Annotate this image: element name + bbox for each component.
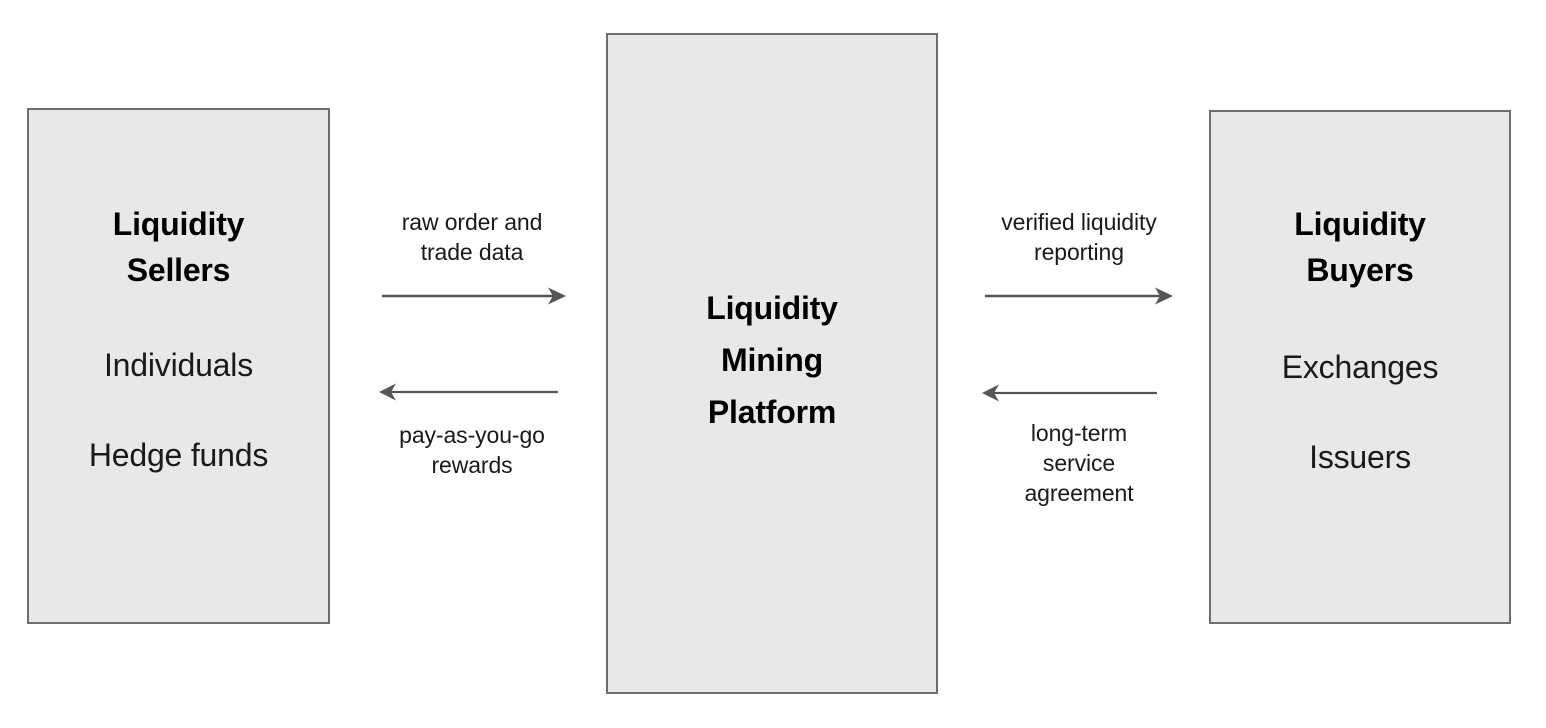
node-liquidity-sellers-item-individuals: Individuals — [103, 347, 253, 383]
flow-label-long-term-service-agreement: long-term service agreement — [1024, 420, 1134, 506]
node-liquidity-buyers-item-exchanges: Exchanges — [1281, 349, 1439, 385]
node-liquidity-buyers[interactable]: Liquidity Buyers Exchanges Issuers — [1209, 110, 1511, 624]
node-liquidity-mining-platform[interactable]: Liquidity Mining Platform — [606, 33, 938, 694]
node-liquidity-sellers-item-hedge-funds: Hedge funds — [88, 437, 269, 473]
node-liquidity-sellers-content: Liquidity Sellers Individuals Hedge fund… — [89, 201, 268, 475]
arrow-sellers-to-platform — [382, 287, 566, 305]
node-liquidity-buyers-title: Liquidity Buyers — [1294, 206, 1426, 288]
node-liquidity-sellers-title: Liquidity Sellers — [112, 206, 245, 288]
arrow-buyers-to-platform — [982, 384, 1157, 402]
node-liquidity-mining-platform-title: Liquidity Mining Platform — [706, 289, 838, 430]
arrow-platform-to-sellers — [379, 383, 558, 401]
node-liquidity-sellers[interactable]: Liquidity Sellers Individuals Hedge fund… — [27, 108, 330, 624]
node-liquidity-buyers-item-issuers: Issuers — [1309, 439, 1411, 475]
node-liquidity-buyers-content: Liquidity Buyers Exchanges Issuers — [1282, 201, 1439, 477]
flow-label-pay-as-you-go-rewards: pay-as-you-go rewards — [399, 422, 545, 478]
flow-label-raw-order-and-trade-data: raw order and trade data — [401, 209, 543, 265]
arrow-platform-to-buyers — [985, 287, 1173, 305]
flow-label-verified-liquidity-reporting: verified liquidity reporting — [1001, 209, 1157, 265]
